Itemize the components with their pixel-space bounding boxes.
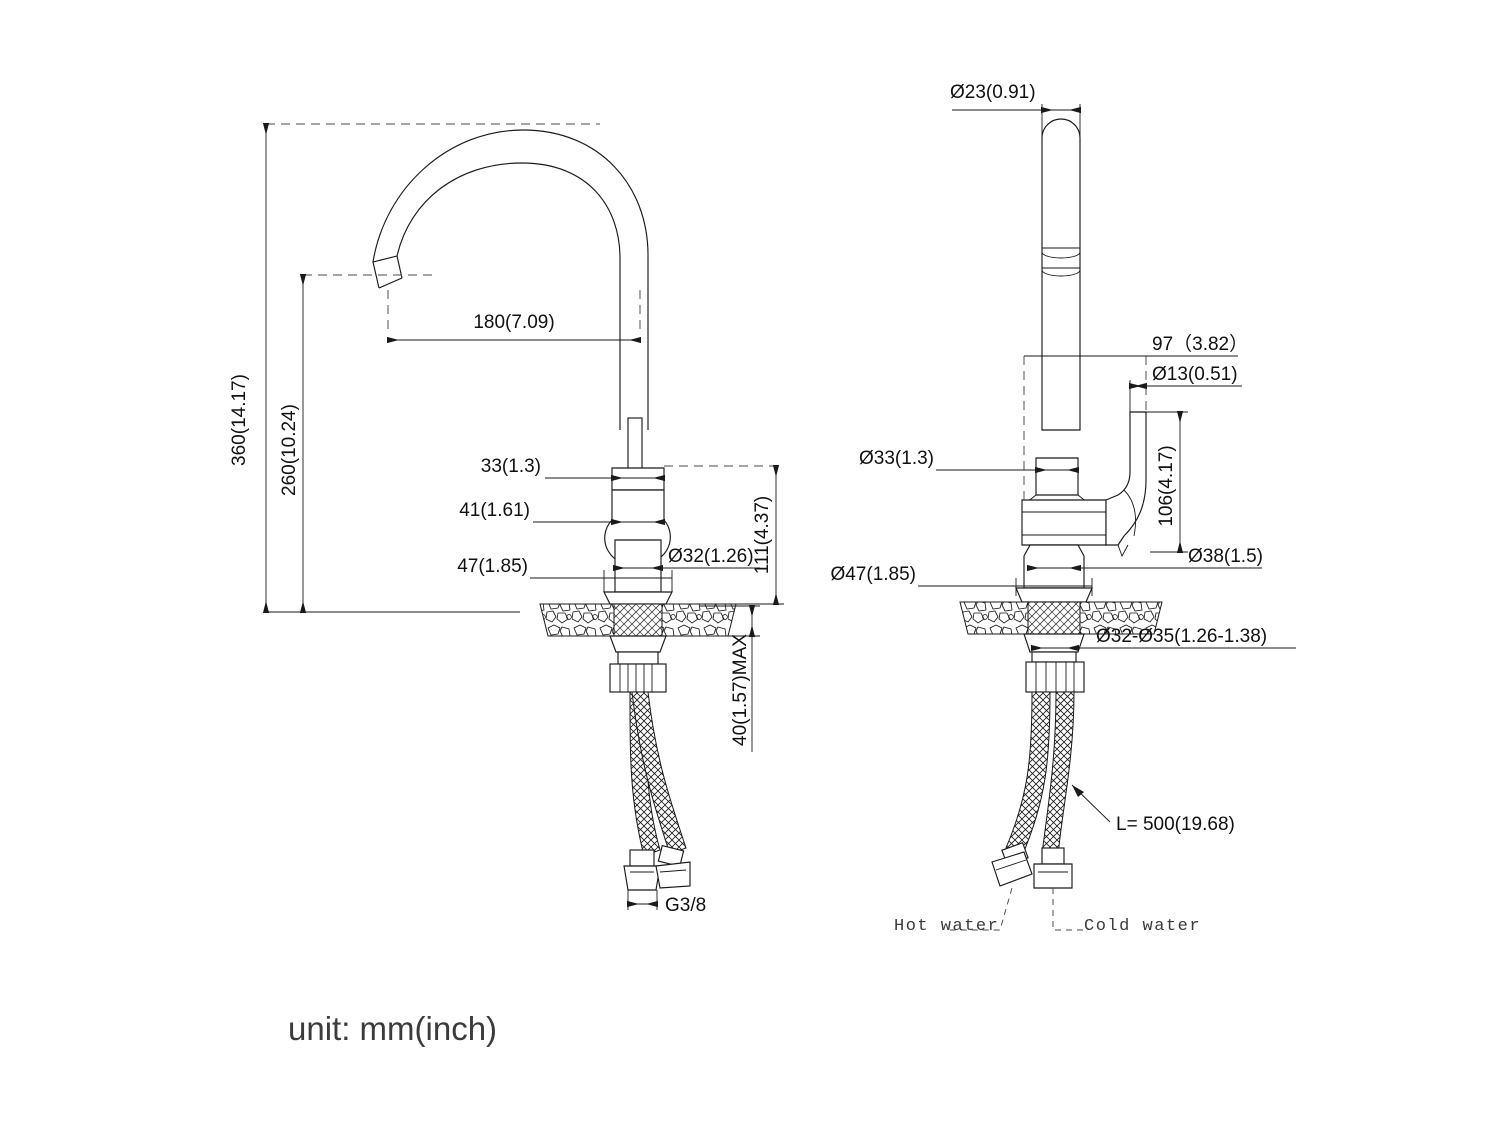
front-view-dimensions: 360(14.17) 260(10.24) 180(7.09) 33(1.3) … [229,123,784,916]
dim-countertop-thickness: 40(1.57)MAX [730,634,751,746]
spout-tip-outlet [378,277,403,289]
lever-handle-front [627,417,643,471]
hose-right-front [631,691,687,855]
dim-hose-thread: G3/8 [665,895,706,916]
threaded-shank-front [613,603,663,637]
dim-body-height: 111(4.37) [752,496,773,575]
spout-inner-profile [396,162,621,430]
mounting-nut-side [1025,661,1085,693]
side-view-dimensions: Ø23(0.91) 97（3.82） Ø13(0.51) 106(4.17) Ø… [830,82,1296,936]
lever-tip [1117,544,1129,558]
lever-arm-inner2 [1123,489,1136,537]
lever-arm-side [1105,411,1147,546]
dim-handle-reach: 97（3.82） [1152,333,1248,355]
dim-spout-diameter: Ø23(0.91) [950,82,1036,103]
unit-note: unit: mm(inch) [288,1010,497,1047]
dim-spout-height: 260(10.24) [279,404,300,496]
hose-fitting-cold-side [1033,847,1073,889]
undercounter-body-side [1023,633,1085,653]
spout-joint-ellipse-a [1041,251,1081,259]
dim-base-diameter: Ø47(1.85) [830,564,916,585]
dim-handle-height: 106(4.17) [1156,445,1177,526]
label-hot-water: Hot water [894,917,999,936]
spout-outer-profile [372,129,649,430]
leader-hot-water [950,887,1013,931]
undercounter-neck-side [1031,651,1077,663]
dim-hose-length: L= 500(19.68) [1116,814,1235,835]
leader-cold-water [1052,888,1084,931]
base-flange-front [603,591,673,605]
spout-tip-face [372,255,398,263]
dim-hole-diameter: Ø32-Ø35(1.26-1.38) [1096,626,1267,647]
body-step-side [1023,544,1085,589]
hose-fitting-hot-side [991,841,1033,887]
label-cold-water: Cold water [1084,917,1201,936]
undercounter-neck-front [617,651,659,665]
dim-spout-reach: 180(7.09) [473,312,554,333]
dim-shank-diameter: Ø32(1.26) [668,546,754,567]
dim-base-width: 47(1.85) [457,556,528,577]
threaded-shank-side [1027,601,1081,635]
body-column-front [614,539,662,593]
dim-overall-height: 360(14.17) [229,374,250,466]
base-flange-side [1015,587,1093,603]
neck-collar-front [611,467,665,491]
dim-body-diameter: Ø38(1.5) [1188,546,1263,567]
neck-collar-side [1035,457,1079,496]
front-view-geometry [372,129,737,891]
dim-neck-diameter: Ø33(1.3) [859,448,934,469]
hose-fitting-left-front [623,849,661,891]
side-view-geometry [959,118,1163,889]
body-block-side [1021,499,1107,546]
undercounter-body-front [609,635,667,653]
hose-hot-side [1005,691,1051,857]
spout-joint-ellipse-b [1041,269,1081,277]
mounting-nut-front [609,663,667,693]
dim-neck-width: 33(1.3) [481,456,541,477]
dim-body-width: 41(1.61) [459,500,530,521]
dim-handle-diameter: Ø13(0.51) [1152,364,1238,385]
leader-hose-arrow [1072,785,1084,797]
hose-fitting-right-front [655,844,691,889]
